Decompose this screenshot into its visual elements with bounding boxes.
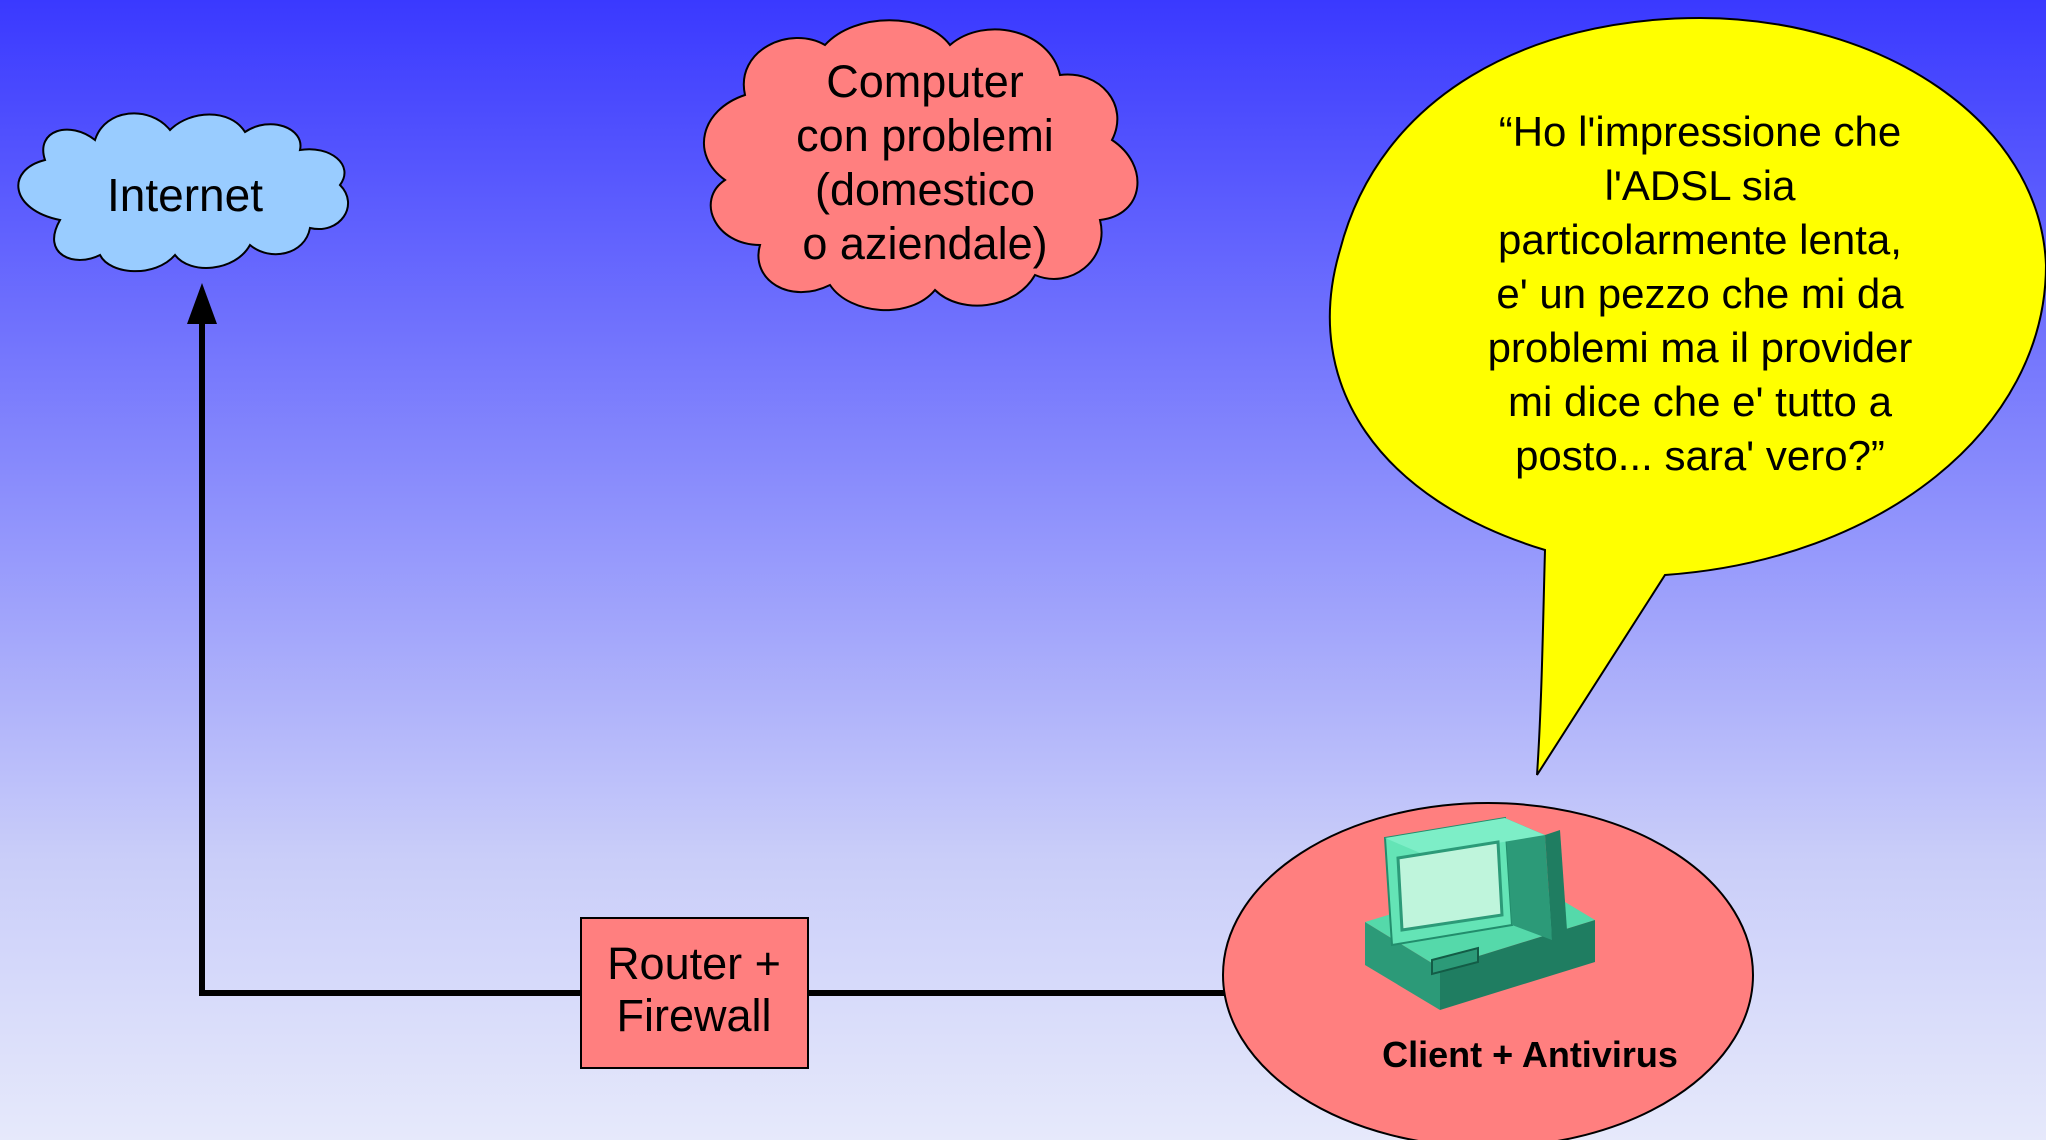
internet-cloud — [17, 112, 350, 273]
router-box — [580, 917, 809, 1069]
internet-label: Internet — [107, 169, 263, 221]
arrow-head-internet — [187, 283, 217, 324]
problem-computer-label: Computer con problemi (domestico o azien… — [796, 56, 1054, 269]
router-label: Router + Firewall — [607, 938, 781, 1041]
speech-bubble-text: “Ho l'impressione che l'ADSL sia partico… — [1487, 108, 1913, 479]
computer-icon — [1365, 816, 1595, 1010]
speech-bubble — [1328, 16, 2046, 776]
problem-computer-cloud — [702, 19, 1139, 311]
connector-router-to-internet — [199, 318, 581, 996]
client-label: Client + Antivirus — [1382, 1034, 1678, 1075]
